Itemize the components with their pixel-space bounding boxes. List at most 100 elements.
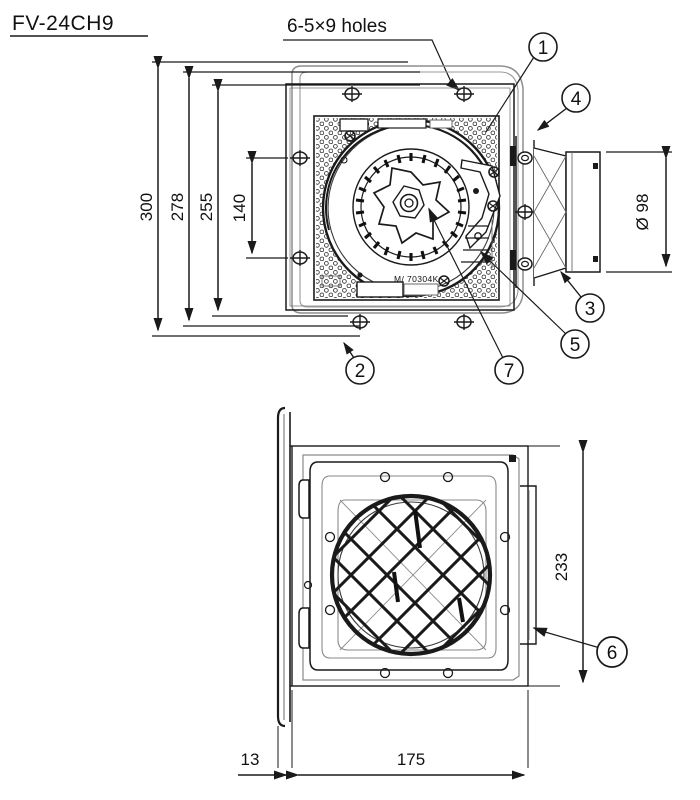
balloon-5: 5 [479, 250, 590, 359]
duct-clip-upper [593, 163, 598, 169]
dimension-300: 300 [137, 56, 408, 337]
dimension-diameter-98: Ø 98 [606, 146, 672, 273]
dimension-255: 255 [197, 79, 420, 317]
internal-bracket-top-mid [377, 118, 427, 129]
mounting-hole [454, 314, 474, 330]
duct-spigot-body [565, 151, 601, 273]
balloon-1-label: 1 [538, 38, 549, 59]
flange-tab-upper [510, 146, 516, 166]
grille-frame-inner [321, 475, 497, 659]
balloon-3: 3 [560, 270, 605, 323]
grille-ring-outer [329, 493, 493, 657]
dimension-233-label: 233 [552, 553, 571, 581]
screw-head-bottom [438, 275, 450, 287]
grille-frame [309, 461, 509, 671]
balloon-6: 6 [532, 627, 628, 668]
grille-ring-inner [337, 501, 485, 649]
mounting-hole [290, 250, 310, 266]
balloon-1: 1 [485, 32, 558, 133]
balloon-5-leader [488, 259, 567, 335]
mounting-holes-group [290, 86, 535, 330]
mounting-hole [342, 86, 362, 102]
balloon-2-circle [345, 355, 375, 385]
balloon-7-arrow [428, 207, 439, 223]
holes-note-label: 6-5×9 holes [287, 16, 387, 37]
internal-bracket-top-left [339, 118, 369, 132]
balloon-6-label: 6 [607, 643, 618, 664]
balloon-4-leader [536, 107, 568, 131]
screw-slot-bottom [439, 277, 449, 285]
impeller-spider [372, 166, 451, 245]
duct-clip-lower [593, 256, 598, 262]
balloon-3-label: 3 [585, 299, 596, 320]
flange-tab-lower [510, 250, 516, 270]
holes-note-leader [283, 39, 453, 85]
balloon-6-arrow [532, 627, 548, 637]
model-title-group: FV-24CH9 [10, 12, 148, 37]
dimension-278: 278 [168, 66, 420, 327]
holes-note-arrow [446, 78, 461, 92]
rivet-dot-c [357, 272, 363, 278]
screw-slot-upper [489, 168, 499, 176]
balloon-3-circle [575, 293, 605, 323]
dimension-300-label: 300 [137, 193, 156, 221]
terminal-block-bottom [356, 281, 404, 298]
mounting-flange-plate [285, 83, 515, 311]
holes-note-group: 6-5×9 holes [283, 16, 461, 92]
side-view: 233 6 13 175 [238, 406, 628, 780]
side-body-outline [291, 445, 529, 687]
rivet-dot-b [474, 232, 482, 240]
dimension-255-label: 255 [197, 193, 216, 221]
screw-head-top-left [344, 130, 356, 142]
rivet-dot-d [340, 156, 348, 164]
internal-bracket-top-right [429, 119, 453, 129]
balloon-5-label: 5 [570, 335, 581, 356]
balloon-7-leader [433, 219, 504, 359]
motor-mount-arm [460, 159, 501, 250]
dimension-140: 140 [230, 151, 288, 259]
dimension-175-label: 175 [397, 750, 425, 769]
balloon-4: 4 [536, 83, 591, 131]
front-view: M/ 70304K [137, 32, 672, 385]
balloon-5-arrow [479, 250, 494, 265]
impeller-hub-outline [392, 185, 425, 219]
right-side-strip [520, 485, 537, 645]
balloon-4-label: 4 [571, 89, 582, 110]
balloon-7-label: 7 [504, 361, 515, 382]
page-title: FV-24CH9 [12, 12, 114, 35]
dimension-13-label: 13 [241, 750, 260, 769]
mounting-hole [515, 204, 535, 220]
mounting-flange-inner-line [289, 87, 511, 307]
balloon-2: 2 [343, 341, 375, 385]
latch-tab-lower [298, 607, 310, 649]
duct-taper-line-b [533, 155, 567, 269]
balloon-2-leader [343, 341, 355, 359]
mounting-hole [290, 150, 310, 166]
mounting-hole [350, 314, 370, 330]
duct-taper-line-a [533, 155, 567, 269]
grille-square-ring [337, 499, 487, 651]
mounting-hole [454, 86, 474, 102]
trim-plate-outer [276, 406, 286, 728]
screw-head-upper [488, 166, 500, 178]
motor-shaft-hub [399, 193, 419, 213]
internal-tab-bottom-left [321, 275, 341, 287]
rivet-dot-a [473, 188, 479, 194]
balloon-4-circle [561, 83, 591, 113]
product-label-text: M/ 70304K [394, 274, 439, 284]
dimension-175: 175 [286, 750, 526, 780]
dimension-278-label: 278 [168, 193, 187, 221]
mounting-hole [517, 151, 533, 165]
corner-marker [509, 455, 516, 462]
balloon-1-circle [528, 32, 558, 62]
duct-spigot [533, 147, 601, 279]
balloon-5-circle [560, 329, 590, 359]
mounting-hole [517, 257, 533, 271]
grille-mesh [333, 497, 489, 653]
dimension-140-label: 140 [230, 194, 249, 222]
dimension-13: 13 [238, 750, 288, 780]
balloon-3-leader [560, 270, 582, 298]
frame-screw-holes [303, 471, 511, 679]
motor-shaft-center [404, 198, 414, 208]
